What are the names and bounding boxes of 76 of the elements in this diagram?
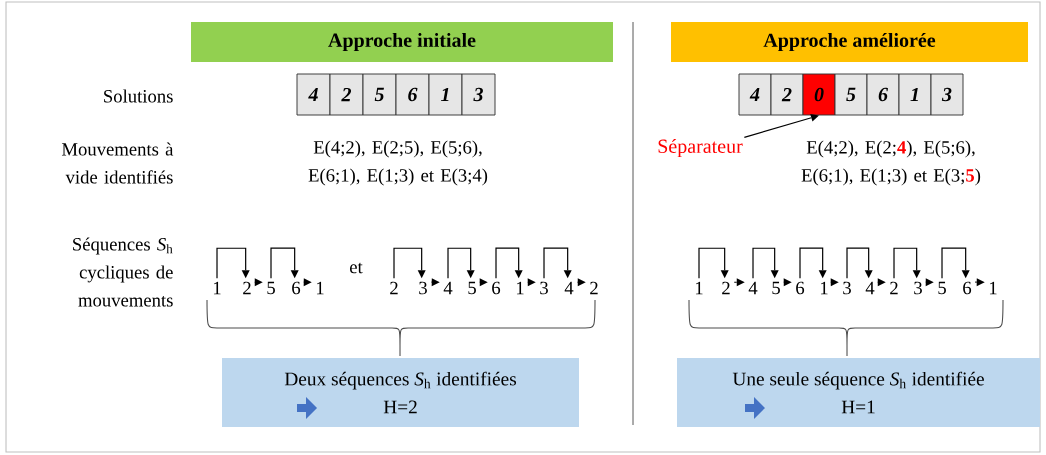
bracket-arrow xyxy=(846,247,873,279)
number-cell: 1 xyxy=(898,73,932,116)
result-box: Deux séquences S$_{h}$ identifiées H=2 xyxy=(222,358,579,427)
dashed-arrow xyxy=(576,278,586,287)
dashed-arrow xyxy=(527,278,536,287)
sequence-number: 4 xyxy=(748,281,758,295)
sequence-number: 2 xyxy=(890,281,898,295)
bracket-arrow xyxy=(270,247,299,279)
bracket-arrow xyxy=(393,247,426,279)
number-cell: 3 xyxy=(461,73,496,116)
dashed-arrow xyxy=(303,278,312,287)
number-cell: 2 xyxy=(329,73,364,116)
bracket-arrow xyxy=(447,247,475,279)
dashed-arrow xyxy=(430,278,440,287)
sequence-number: 3 xyxy=(843,281,851,295)
dashed-arrow xyxy=(254,278,263,287)
bracket-arrow xyxy=(893,247,921,279)
bracket-arrow xyxy=(698,247,729,279)
dashed-arrow xyxy=(479,278,488,287)
sequence-number: 2 xyxy=(590,281,598,295)
sequence-number: 3 xyxy=(540,281,548,295)
sequence-number: 4 xyxy=(564,281,574,295)
sequence-number: 3 xyxy=(914,281,922,295)
sequence-number: 3 xyxy=(419,281,427,295)
sequence-number: 2 xyxy=(722,281,730,295)
number-cell: 5 xyxy=(362,73,397,116)
leader-line xyxy=(743,113,819,138)
sequence-number: 4 xyxy=(865,281,875,295)
bracket-arrow xyxy=(941,247,970,279)
sequence-number: 1 xyxy=(820,281,828,295)
number-cell: 4 xyxy=(296,73,331,116)
callout-label: Séparateur xyxy=(658,138,743,158)
result-box: Une seule séquence S$_{h}$ identifiée H=1 xyxy=(677,358,1040,427)
bracket-arrow xyxy=(799,247,827,279)
sequence-number: 6 xyxy=(492,281,501,295)
sequence-number: 6 xyxy=(963,281,972,295)
sequence-number: 5 xyxy=(772,281,780,295)
conjunction-text: et xyxy=(350,262,363,274)
number-cell: 4 xyxy=(738,73,772,116)
number-cell: 6 xyxy=(866,73,900,116)
sequence-number: 6 xyxy=(292,281,301,295)
row-label: Solutions xyxy=(104,89,173,103)
sequence-number: 1 xyxy=(989,281,997,295)
number-cell: 3 xyxy=(930,73,964,116)
sequence-number: 6 xyxy=(796,281,805,295)
dashed-arrow xyxy=(733,278,745,287)
sequence-number: 2 xyxy=(390,281,398,295)
moves-text: E(4;2), E(2;5), E(5;6), E(6;1), E(1;3) et E(3;4) xyxy=(308,140,488,186)
header-banner: Approche améliorée xyxy=(671,22,1028,62)
dashed-arrow xyxy=(783,278,792,287)
sequence-number: 5 xyxy=(938,281,946,295)
row-label: Séquences S$_{h}$ cycliques de mouvements xyxy=(73,237,173,307)
sequence-number: 5 xyxy=(267,281,275,295)
moves-text: E(4;2), E(2;4), E(5;6), E(6;1), E(1;3) et E(3;5) xyxy=(801,140,981,186)
sequence-number: 5 xyxy=(468,281,476,295)
sequence-number: 1 xyxy=(213,281,221,295)
number-cell: 5 xyxy=(834,73,868,116)
bracket-arrow xyxy=(216,247,250,279)
sequence-number: 4 xyxy=(443,281,453,295)
number-cell: 2 xyxy=(770,73,804,116)
dashed-arrow xyxy=(974,278,985,287)
sequence-number: 1 xyxy=(516,281,524,295)
dashed-arrow xyxy=(830,278,839,287)
bracket-arrow xyxy=(543,247,572,279)
dashed-arrow xyxy=(877,278,886,287)
sequence-number: 1 xyxy=(316,281,324,295)
bracket-arrow xyxy=(752,247,779,279)
bracket-arrow xyxy=(495,247,523,279)
number-cell: 0 xyxy=(802,73,836,116)
header-banner: Approche initiale xyxy=(191,22,613,62)
number-cell: 1 xyxy=(428,73,463,116)
sequence-number: 2 xyxy=(243,281,251,295)
sequence-number: 1 xyxy=(695,281,703,295)
dashed-arrow xyxy=(925,278,934,287)
number-cell: 6 xyxy=(395,73,430,116)
row-label: Mouvements à vide identifiés xyxy=(61,142,174,184)
